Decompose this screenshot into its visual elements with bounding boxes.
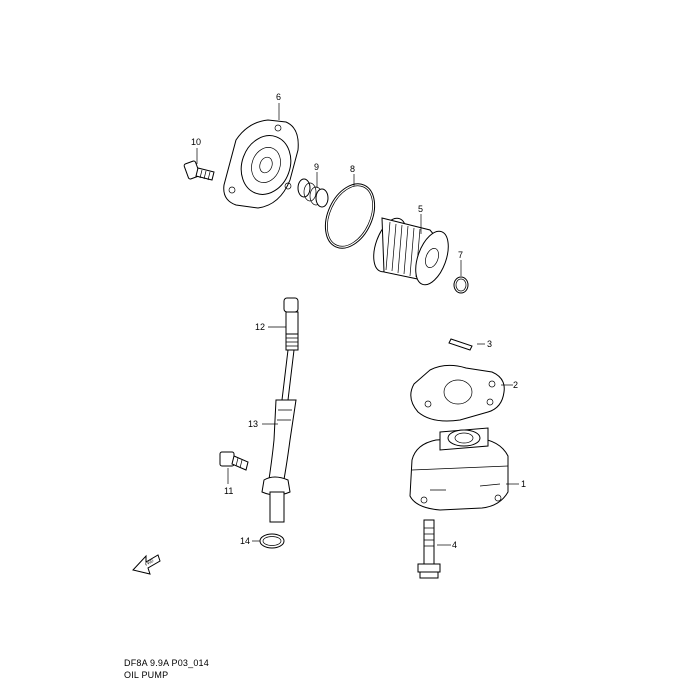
- callout-10: 10: [191, 137, 201, 147]
- callout-5: 5: [418, 204, 423, 214]
- part-14-seal-ring: [259, 533, 285, 549]
- fwd-arrow-label: FWD: [144, 558, 154, 567]
- callout-14: 14: [240, 536, 250, 546]
- callout-1: 1: [521, 479, 526, 489]
- part-3-pin: [448, 338, 473, 351]
- part-1-oil-pump: [409, 427, 509, 511]
- part-12-pipe-union: [283, 297, 299, 351]
- callout-11: 11: [224, 486, 233, 496]
- leader-lines: [196, 103, 519, 546]
- part-8-o-ring: [324, 183, 376, 249]
- part-2-gasket: [410, 364, 505, 422]
- callout-7: 7: [458, 250, 463, 260]
- callout-12: 12: [255, 322, 265, 332]
- callout-2: 2: [513, 380, 518, 390]
- diagram-code: DF8A 9.9A P03_014: [124, 658, 209, 668]
- part-13-strainer-pipe: [261, 349, 297, 523]
- callout-6: 6: [276, 92, 281, 102]
- callout-4: 4: [452, 540, 457, 550]
- fwd-arrow-icon: [132, 554, 161, 575]
- part-5-oil-filter: [373, 217, 449, 286]
- part-9-spring: [297, 178, 329, 208]
- callout-9: 9: [314, 162, 319, 172]
- callout-3: 3: [487, 339, 492, 349]
- diagram-title: OIL PUMP: [124, 670, 169, 680]
- callout-8: 8: [350, 164, 355, 174]
- part-4-bolt: [417, 519, 441, 579]
- callout-13: 13: [248, 419, 258, 429]
- part-10-bolt: [183, 160, 215, 181]
- part-11-bolt: [219, 451, 249, 471]
- part-7-small-o-ring: [453, 276, 469, 294]
- part-6-filter-cover: [223, 119, 299, 209]
